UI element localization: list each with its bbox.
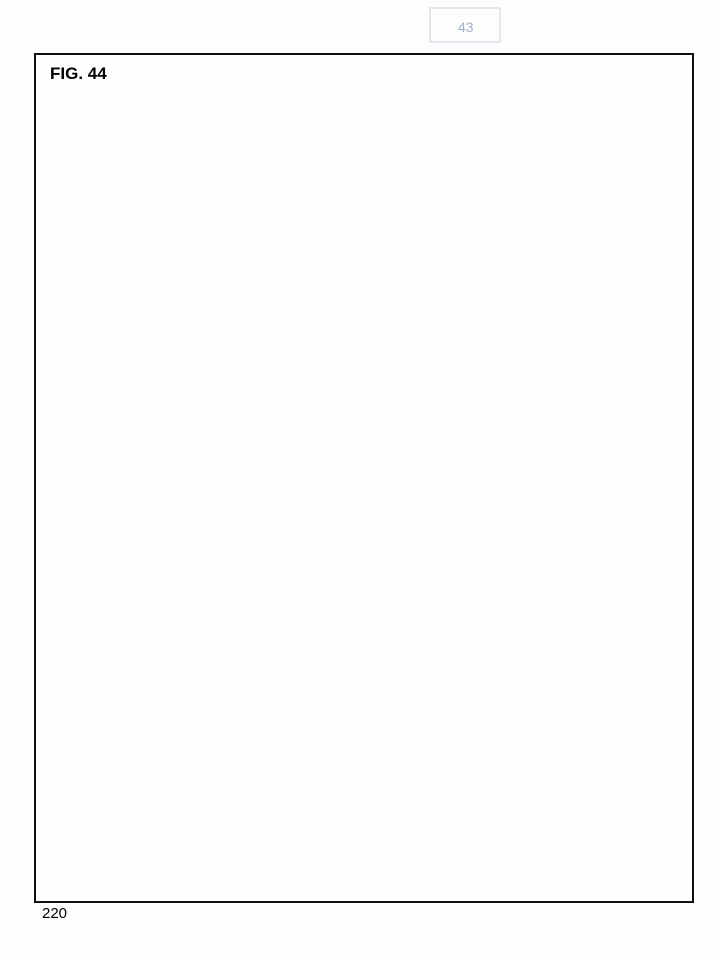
figure-frame [34,53,694,903]
header-stamp: 43 [458,19,474,35]
page-number: 220 [42,905,68,922]
figure-title: FIG. 44 [50,64,107,83]
